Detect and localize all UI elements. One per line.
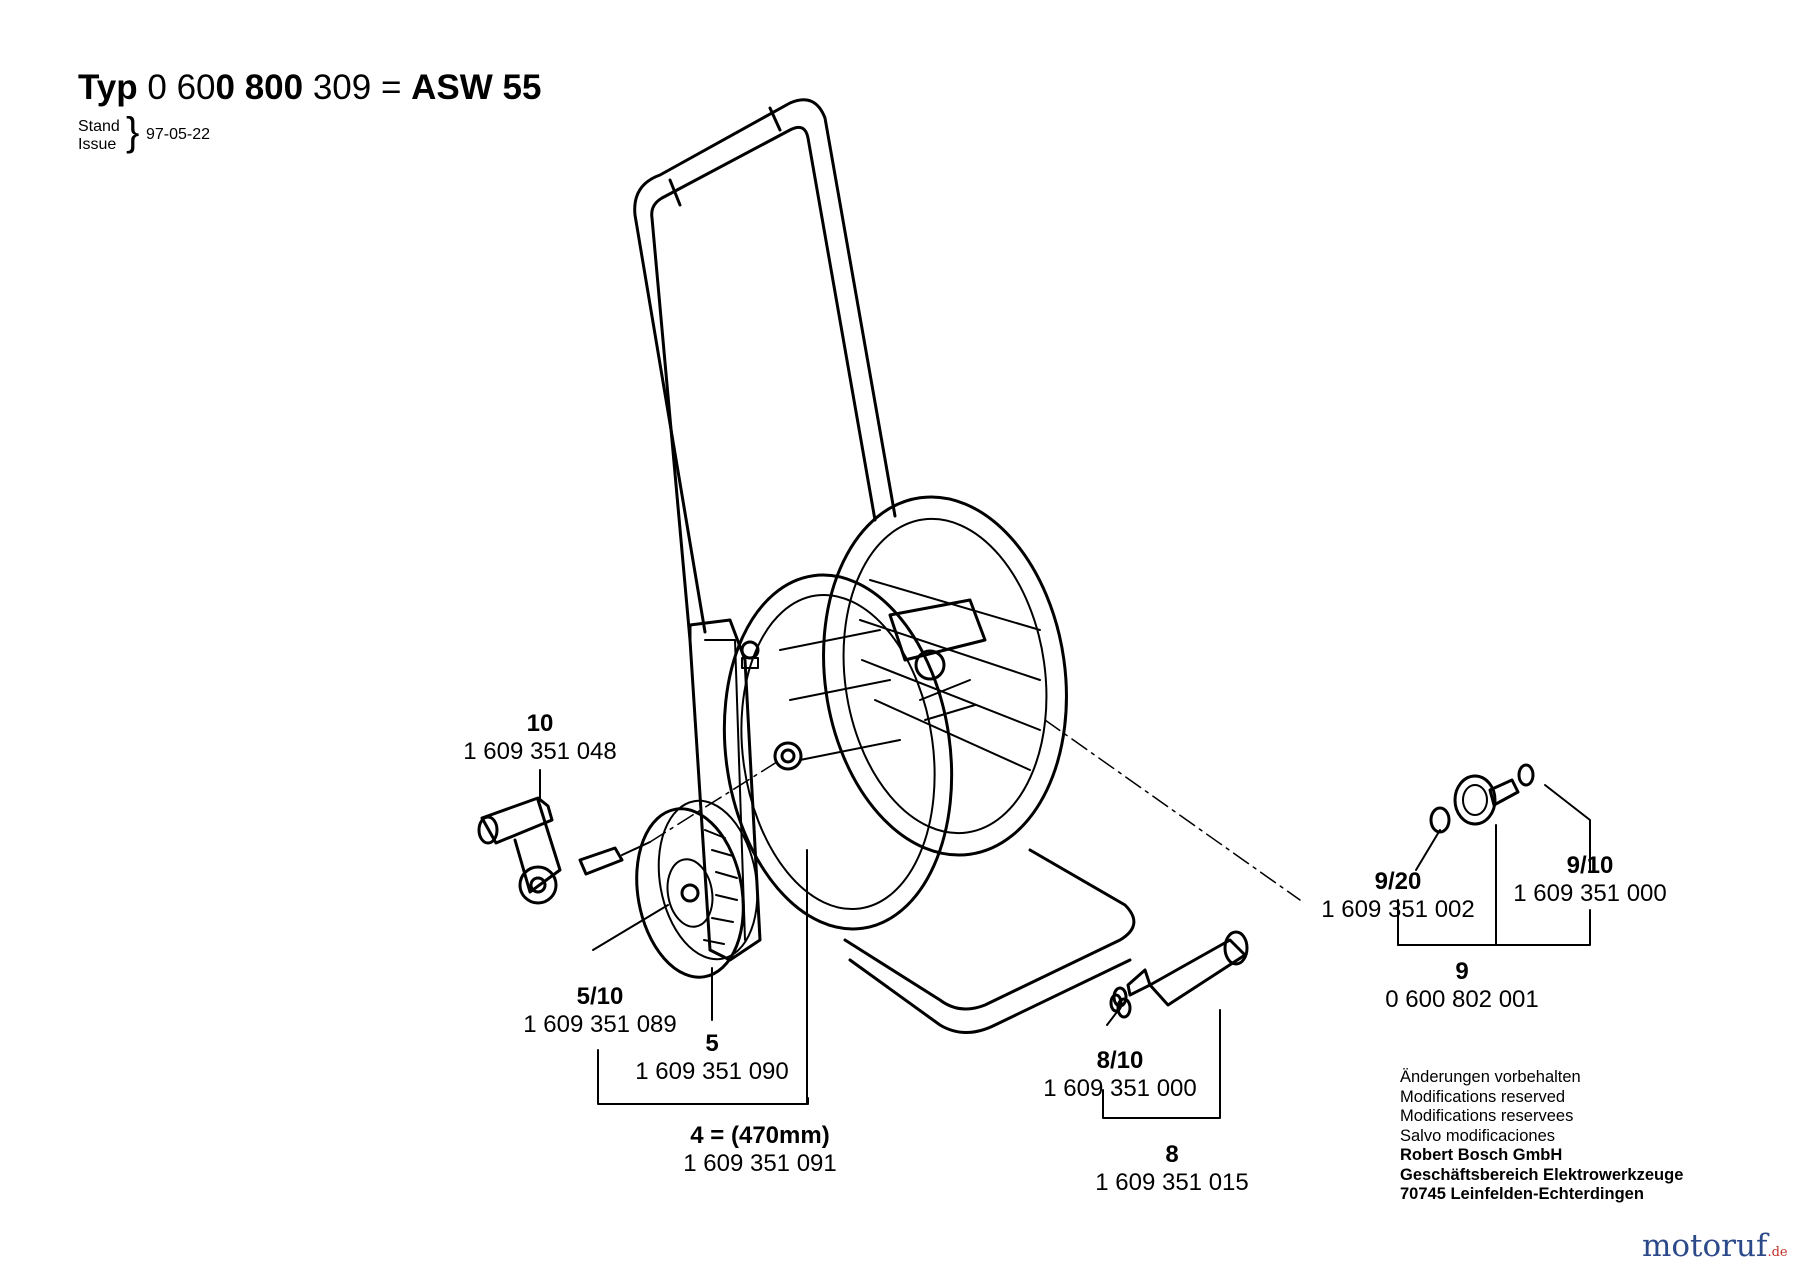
callout-4: 4 = (470mm) 1 609 351 091 bbox=[683, 1122, 836, 1178]
notice-company: Robert Bosch GmbH bbox=[1400, 1146, 1563, 1164]
title-part-a: 0 60 bbox=[147, 68, 216, 107]
callout-8-10: 8/10 1 609 351 000 bbox=[1043, 1047, 1196, 1103]
hose-connector-icon bbox=[1109, 930, 1249, 1013]
notice-line-de: Änderungen vorbehalten bbox=[1400, 1068, 1581, 1086]
rear-reel-disc-icon bbox=[822, 495, 1068, 857]
assembly-axis-lines bbox=[649, 719, 1301, 901]
callout-5-10-part: 1 609 351 089 bbox=[523, 1011, 677, 1038]
issue-label: Issue bbox=[78, 136, 117, 153]
tap-connector-icon bbox=[1429, 763, 1535, 834]
callout-8-10-part: 1 609 351 000 bbox=[1043, 1075, 1197, 1102]
callout-4-part: 1 609 351 091 bbox=[683, 1150, 837, 1177]
title-part-b: 0 800 bbox=[215, 68, 304, 107]
callout-5-part: 1 609 351 090 bbox=[635, 1058, 789, 1085]
notice-address: 70745 Leinfelden-Echterdingen bbox=[1400, 1185, 1644, 1203]
callout-9-10-num: 9/10 bbox=[1566, 852, 1614, 879]
callout-10: 10 1 609 351 048 bbox=[463, 710, 616, 766]
leader-lines bbox=[539, 769, 1591, 1119]
notice-line-es: Salvo modificaciones bbox=[1400, 1126, 1555, 1145]
notice-line-fr: Modifications reservees bbox=[1400, 1107, 1574, 1125]
title-part-c: 309 = bbox=[312, 68, 402, 107]
title-model: ASW 55 bbox=[411, 68, 542, 107]
modifications-notice: Änderungen vorbehalten Modifications res… bbox=[1400, 1068, 1683, 1205]
callout-9-num: 9 bbox=[1455, 958, 1469, 985]
crank-handle-icon bbox=[477, 796, 651, 905]
callout-9: 9 0 600 802 001 bbox=[1385, 958, 1538, 1014]
page-title: Typ 0 600 800 309 = ASW 55 bbox=[78, 68, 541, 108]
callout-9-20-part: 1 609 351 002 bbox=[1321, 896, 1475, 923]
callout-5-10: 5/10 1 609 351 089 bbox=[523, 983, 676, 1039]
callout-5-10-num: 5/10 bbox=[576, 983, 624, 1010]
callout-8-part: 1 609 351 015 bbox=[1095, 1169, 1249, 1196]
callout-5: 5 1 609 351 090 bbox=[635, 1030, 788, 1086]
handle-frame-icon bbox=[633, 98, 897, 642]
base-frame-icon bbox=[843, 848, 1136, 1034]
callout-5-num: 5 bbox=[705, 1030, 719, 1057]
stand-issue-label: Stand Issue bbox=[78, 118, 120, 154]
o-ring-icon bbox=[1116, 997, 1132, 1019]
notice-division: Geschäftsbereich Elektrowerkzeuge bbox=[1400, 1165, 1684, 1184]
callout-9-10: 9/10 1 609 351 000 bbox=[1513, 852, 1666, 908]
side-bracket-icon bbox=[688, 618, 762, 962]
title-typ: Typ bbox=[78, 68, 138, 107]
callout-10-num: 10 bbox=[526, 710, 554, 737]
watermark-tld: .de bbox=[1767, 1245, 1788, 1260]
issue-date: 97-05-22 bbox=[146, 126, 211, 143]
callout-8: 8 1 609 351 015 bbox=[1095, 1141, 1248, 1197]
brace-icon: } bbox=[126, 110, 140, 154]
callout-4-num: 4 = (470mm) bbox=[690, 1122, 830, 1149]
callout-8-num: 8 bbox=[1165, 1141, 1179, 1168]
axle-bearing-icon bbox=[773, 741, 803, 771]
reel-hub-icon bbox=[888, 598, 987, 721]
front-reel-disc-icon bbox=[722, 573, 954, 931]
callout-9-20: 9/20 1 609 351 002 bbox=[1321, 868, 1474, 924]
callout-9-10-part: 1 609 351 000 bbox=[1513, 880, 1667, 907]
callout-9-20-num: 9/20 bbox=[1374, 868, 1422, 895]
stand-label: Stand bbox=[78, 118, 120, 135]
watermark-text: motoruf bbox=[1642, 1228, 1768, 1264]
callout-10-part: 1 609 351 048 bbox=[463, 738, 617, 765]
watermark-logo: motoruf.de bbox=[1642, 1228, 1788, 1264]
wheel-icon bbox=[635, 799, 759, 979]
notice-line-en: Modifications reserved bbox=[1400, 1087, 1566, 1106]
callout-8-10-num: 8/10 bbox=[1096, 1047, 1144, 1074]
callout-9-part: 0 600 802 001 bbox=[1385, 986, 1539, 1013]
